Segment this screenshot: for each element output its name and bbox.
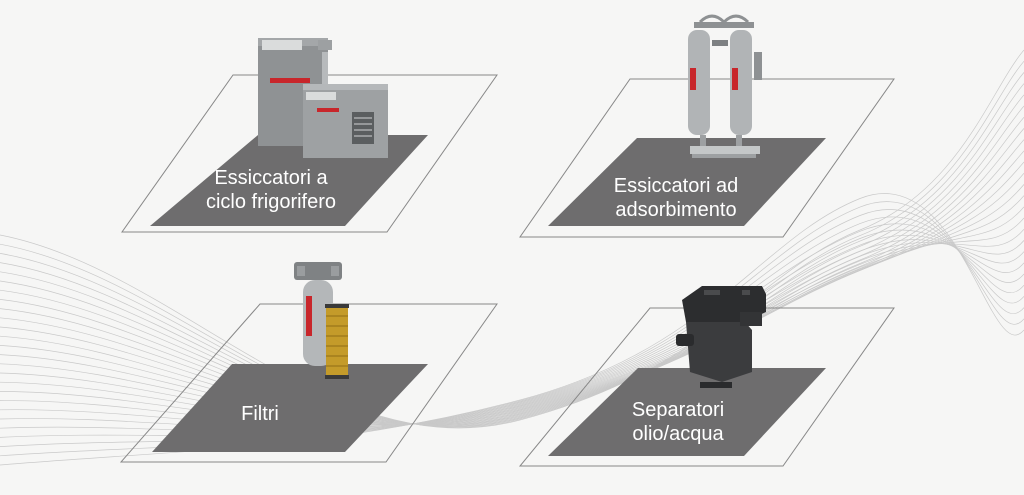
wave-line <box>0 240 1024 426</box>
card-label-adsorption-dryers: Essiccatori ad adsorbimento <box>591 174 761 222</box>
card-label-oil-water-separators: Separatori olio/acqua <box>608 398 748 446</box>
wave-line <box>0 193 1024 466</box>
wave-line <box>0 223 1024 433</box>
wave-line <box>0 206 1024 425</box>
wave-line <box>0 150 1024 425</box>
label-line: ciclo frigorifero <box>205 191 337 213</box>
wave-line <box>0 60 1024 428</box>
wave-line <box>0 128 1024 426</box>
card-label-refrigeration-dryers: Essiccatori a ciclo frigorifero <box>186 166 356 214</box>
label-line: olio/acqua <box>632 423 724 445</box>
label-line: Essiccatori ad <box>613 175 739 197</box>
card-label-filters: Filtri <box>220 402 300 426</box>
wave-line <box>0 139 1024 425</box>
wave-line <box>0 195 1024 425</box>
label-line: adsorbimento <box>615 199 737 221</box>
wave-line <box>0 228 1024 426</box>
label-line: Filtri <box>241 403 279 425</box>
wave-line <box>0 217 1024 425</box>
label-line: Essiccatori a <box>214 167 328 189</box>
wave-line <box>0 83 1024 427</box>
wave-line <box>0 161 1024 425</box>
label-line: Separatori <box>631 399 725 421</box>
wave-line <box>0 72 1024 428</box>
wave-line <box>0 49 1024 429</box>
wave-line <box>0 116 1024 426</box>
